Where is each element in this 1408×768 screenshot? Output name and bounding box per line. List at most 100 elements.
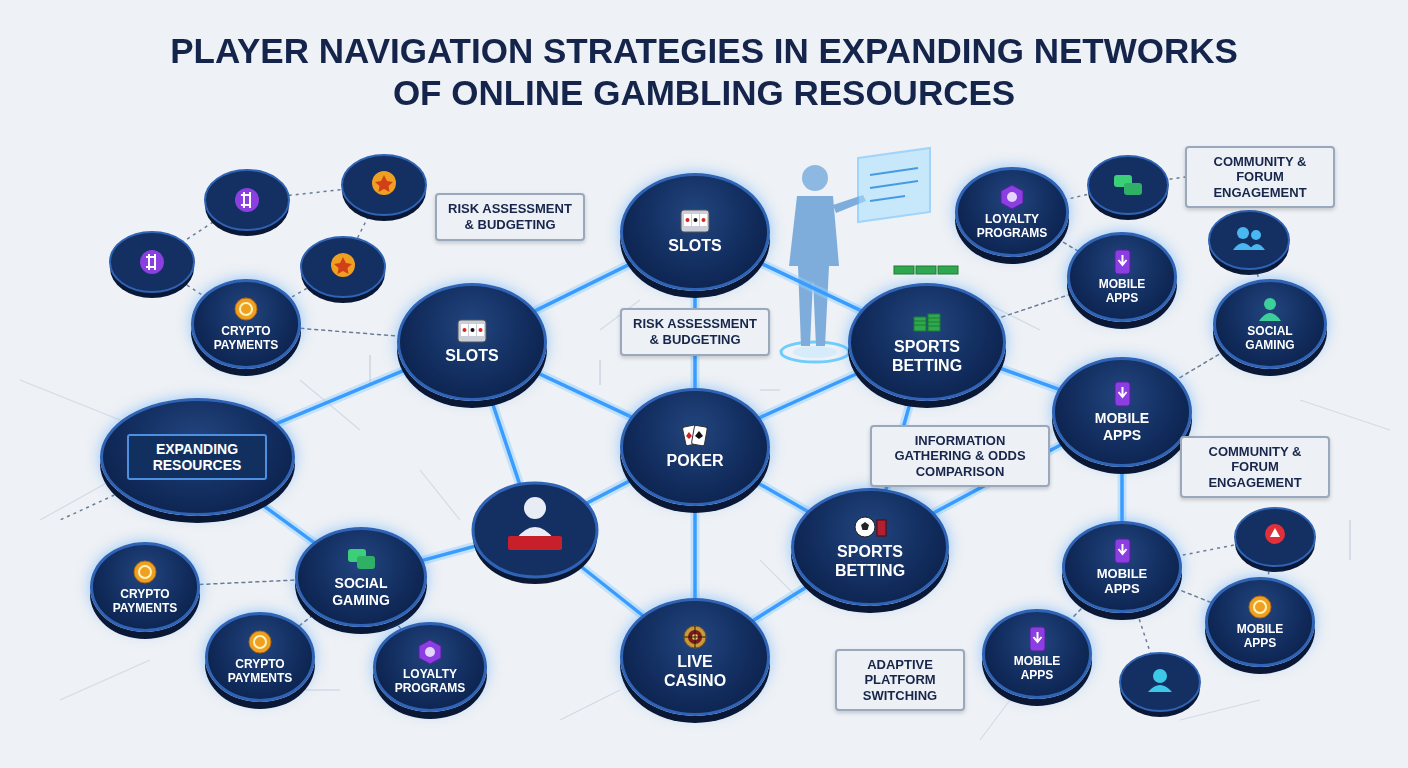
glow-connector bbox=[760, 373, 860, 418]
glow-connector bbox=[259, 502, 313, 542]
glow-connector bbox=[998, 367, 1058, 389]
network-node: POKER bbox=[620, 388, 770, 506]
glow-connector bbox=[754, 585, 810, 620]
node-label: LIVE CASINO bbox=[650, 653, 740, 690]
node-icon bbox=[243, 629, 277, 655]
node-label: SPORTS BETTING bbox=[815, 543, 925, 580]
node-icon bbox=[853, 514, 887, 540]
connector-line bbox=[1178, 351, 1225, 379]
node-label: LOYALTY PROGRAMS bbox=[975, 213, 1050, 241]
icon-graphic bbox=[853, 514, 887, 540]
glow-connector bbox=[536, 372, 630, 416]
glow-connector bbox=[1122, 467, 1123, 521]
network-node: LOYALTY PROGRAMS bbox=[955, 167, 1069, 257]
connector-line bbox=[259, 502, 313, 542]
node-label: MOBILE APPS bbox=[1082, 410, 1162, 442]
node-icon bbox=[1105, 381, 1139, 407]
node-icon bbox=[413, 639, 447, 665]
node-label: SOCIAL GAMING bbox=[1233, 325, 1308, 353]
connector-line bbox=[759, 262, 860, 310]
node-icon bbox=[995, 184, 1029, 210]
glow-connector bbox=[759, 262, 860, 310]
dashed-connector bbox=[301, 328, 398, 336]
network-node: MOBILE APPS bbox=[1205, 577, 1315, 667]
connector-line bbox=[756, 482, 808, 512]
network-node: SLOTS bbox=[620, 173, 770, 291]
node-icon bbox=[1105, 538, 1139, 564]
network-node: SPORTS BETTING bbox=[848, 283, 1006, 401]
dashed-connector bbox=[1071, 604, 1086, 619]
connector-line bbox=[1118, 467, 1127, 521]
box-label: RISK ASSESSMENT & BUDGETING bbox=[447, 201, 573, 232]
strategy-box: RISK ASSESSMENT & BUDGETING bbox=[620, 308, 770, 355]
connector-line bbox=[301, 328, 398, 336]
network-node: MOBILE APPS bbox=[1052, 357, 1192, 467]
star-badge-disk bbox=[301, 237, 385, 303]
node-label: CRYPTO PAYMENTS bbox=[109, 588, 181, 616]
node-icon bbox=[1253, 296, 1287, 322]
icon-graphic bbox=[243, 629, 277, 655]
connector-line bbox=[1057, 239, 1077, 251]
icon-graphic bbox=[1105, 538, 1139, 564]
deco-glow-lines bbox=[361, 342, 695, 657]
icon-graphic bbox=[128, 559, 162, 585]
connector-line bbox=[760, 373, 860, 418]
glow-connector bbox=[277, 370, 406, 424]
connector-line bbox=[299, 613, 315, 626]
connector-line bbox=[754, 585, 810, 620]
icon-graphic bbox=[1253, 296, 1287, 322]
node-label: SLOTS bbox=[445, 347, 498, 365]
connector-line bbox=[200, 580, 295, 584]
node-icon bbox=[1243, 594, 1277, 620]
network-node: MOBILE APPS bbox=[982, 609, 1092, 699]
network-node: SOCIAL GAMING bbox=[1213, 279, 1327, 369]
connector-line bbox=[691, 506, 700, 598]
connector-line bbox=[1175, 588, 1210, 602]
connector-line bbox=[536, 263, 632, 310]
node-label: LOYALTY PROGRAMS bbox=[393, 668, 468, 696]
node-icon bbox=[1020, 626, 1054, 652]
connector-line bbox=[759, 262, 860, 310]
network-node: CRYPTO PAYMENTS bbox=[191, 279, 301, 369]
icon-graphic bbox=[413, 639, 447, 665]
connector-line bbox=[1071, 604, 1086, 619]
node-label: CRYPTO PAYMENTS bbox=[210, 325, 282, 353]
icon-graphic bbox=[678, 208, 712, 234]
icon-graphic bbox=[995, 184, 1029, 210]
box-label: COMMUNITY & FORUM ENGAGEMENT bbox=[1192, 444, 1318, 491]
icon-graphic bbox=[229, 296, 263, 322]
node-icon bbox=[678, 208, 712, 234]
connector-line bbox=[259, 502, 313, 542]
strategy-box: INFORMATION GATHERING & ODDS COMPARISON bbox=[870, 425, 1050, 488]
network-node: CRYPTO PAYMENTS bbox=[205, 612, 315, 702]
node-label: SPORTS BETTING bbox=[872, 338, 982, 375]
box-label: RISK ASSESSMENT & BUDGETING bbox=[632, 316, 758, 347]
node-label: CRYPTO PAYMENTS bbox=[224, 658, 296, 686]
node-icon bbox=[678, 423, 712, 449]
node-icon bbox=[229, 296, 263, 322]
node-icon bbox=[678, 624, 712, 650]
network-node: MOBILE APPS bbox=[1067, 232, 1177, 322]
node-label: MOBILE APPS bbox=[1085, 567, 1160, 597]
strategy-box: COMMUNITY & FORUM ENGAGEMENT bbox=[1180, 436, 1330, 499]
icon-graphic bbox=[1105, 381, 1139, 407]
dashed-connector bbox=[200, 580, 295, 584]
icon-graphic bbox=[1243, 594, 1277, 620]
connector-line bbox=[1120, 467, 1124, 521]
connector-line bbox=[760, 373, 860, 418]
network-node: SPORTS BETTING bbox=[791, 488, 949, 606]
node-label: SOCIAL GAMING bbox=[316, 575, 406, 607]
dashed-connector bbox=[1175, 588, 1210, 602]
icon-graphic bbox=[344, 546, 378, 572]
connector-line bbox=[756, 482, 808, 512]
node-label: POKER bbox=[667, 452, 724, 470]
icon-graphic bbox=[1020, 626, 1054, 652]
node-icon bbox=[128, 559, 162, 585]
star-badge-disk bbox=[342, 155, 426, 221]
glow-connector bbox=[695, 506, 696, 598]
node-label: SLOTS bbox=[668, 237, 721, 255]
network-node: CRYPTO PAYMENTS bbox=[90, 542, 200, 632]
icon-graphic bbox=[910, 309, 944, 335]
node-label: MOBILE APPS bbox=[1002, 655, 1072, 683]
